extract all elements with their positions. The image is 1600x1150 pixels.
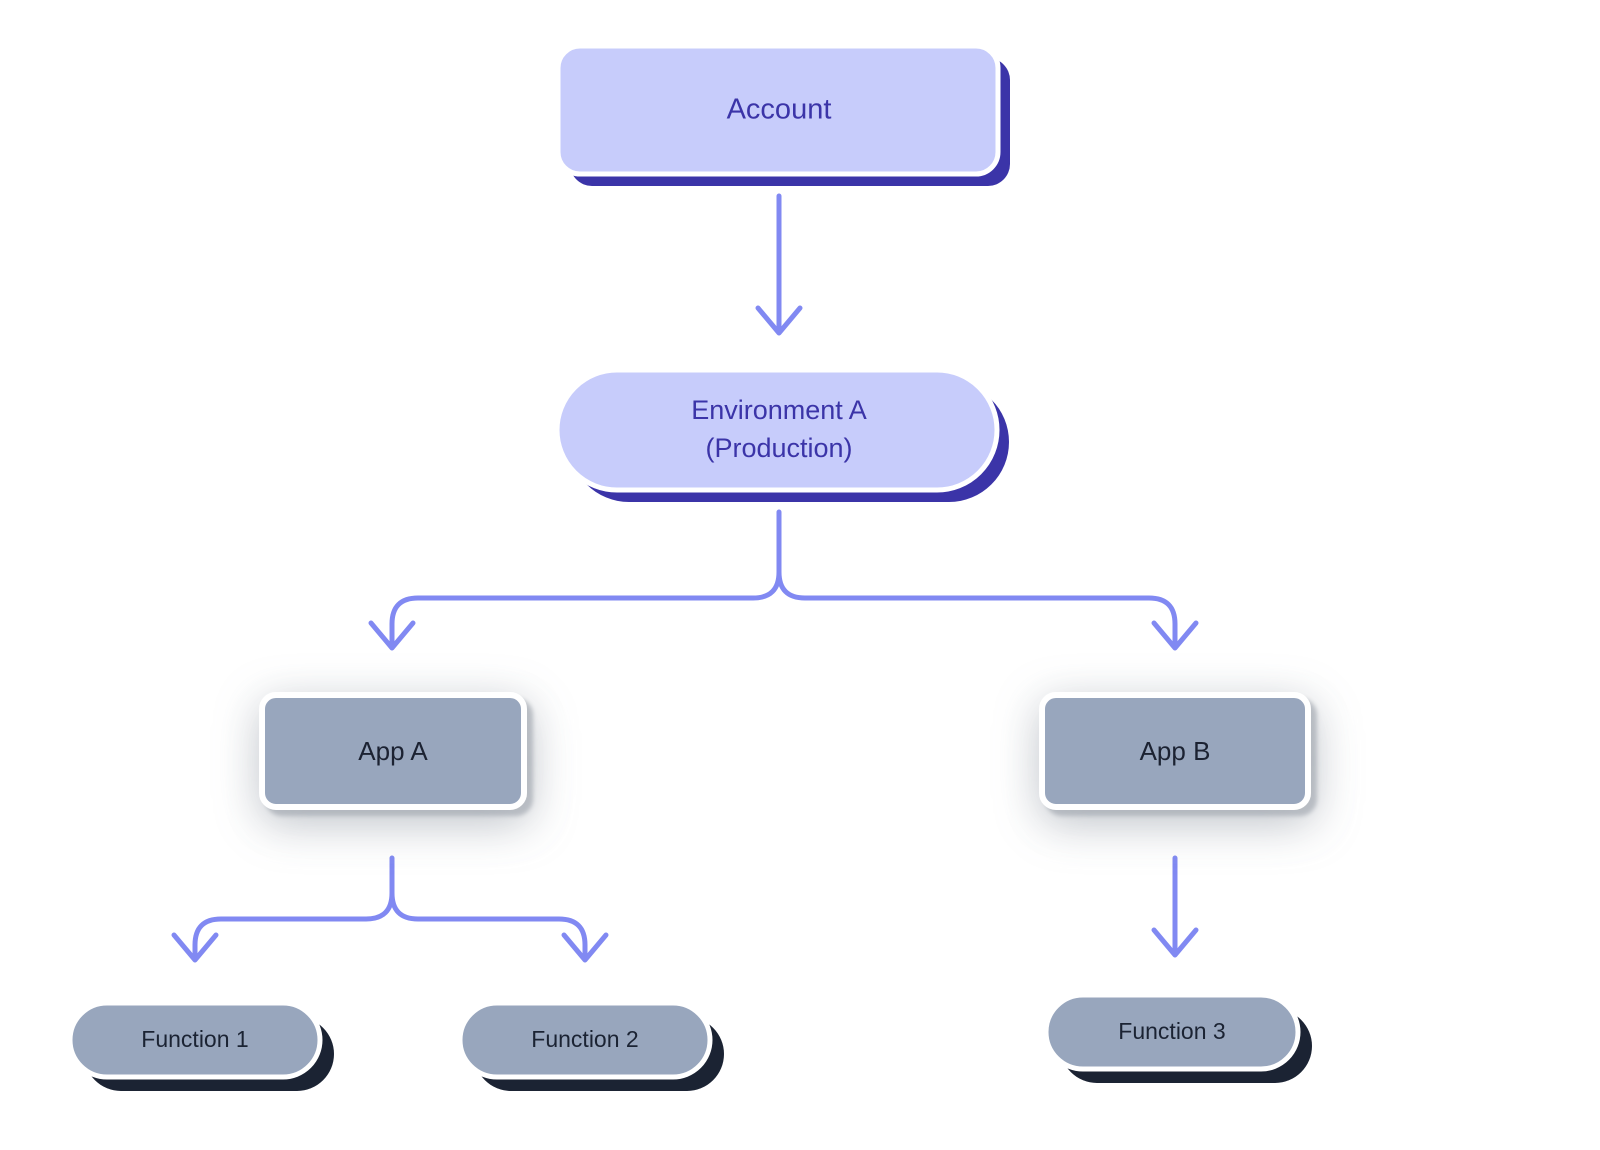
- environment-a-label-line2: (Production): [705, 433, 852, 463]
- node-app-a[interactable]: App A: [259, 692, 527, 810]
- node-app-b[interactable]: App B: [1039, 692, 1311, 810]
- function-3-box[interactable]: [1043, 992, 1301, 1072]
- node-environment-a[interactable]: Environment A (Production): [554, 367, 1009, 502]
- edge-account-to-environment: [755, 193, 803, 336]
- function-1-label: Function 1: [141, 1026, 248, 1052]
- app-a-label: App A: [358, 736, 428, 766]
- nodes-layer: Account Environment A (Production) App A…: [67, 43, 1312, 1091]
- node-function-1[interactable]: Function 1: [67, 1000, 334, 1091]
- function-2-label: Function 2: [531, 1026, 638, 1052]
- edge-app-a-to-functions: [171, 855, 609, 963]
- app-b-box[interactable]: [1039, 692, 1311, 810]
- node-account[interactable]: Account: [555, 43, 1010, 186]
- environment-a-box[interactable]: [554, 367, 1000, 493]
- edges-layer: [171, 193, 1199, 963]
- function-3-label: Function 3: [1118, 1018, 1225, 1044]
- function-1-box[interactable]: [67, 1000, 323, 1080]
- account-box[interactable]: [555, 43, 1001, 177]
- environment-a-label-line1: Environment A: [691, 395, 867, 425]
- node-function-2[interactable]: Function 2: [457, 1000, 724, 1091]
- account-label: Account: [727, 94, 832, 126]
- node-function-3[interactable]: Function 3: [1043, 992, 1312, 1083]
- edge-environment-to-apps: [368, 509, 1199, 651]
- app-b-label: App B: [1140, 736, 1211, 766]
- function-2-box[interactable]: [457, 1000, 713, 1080]
- edge-app-b-to-function-3: [1151, 855, 1199, 958]
- app-a-box[interactable]: [259, 692, 527, 810]
